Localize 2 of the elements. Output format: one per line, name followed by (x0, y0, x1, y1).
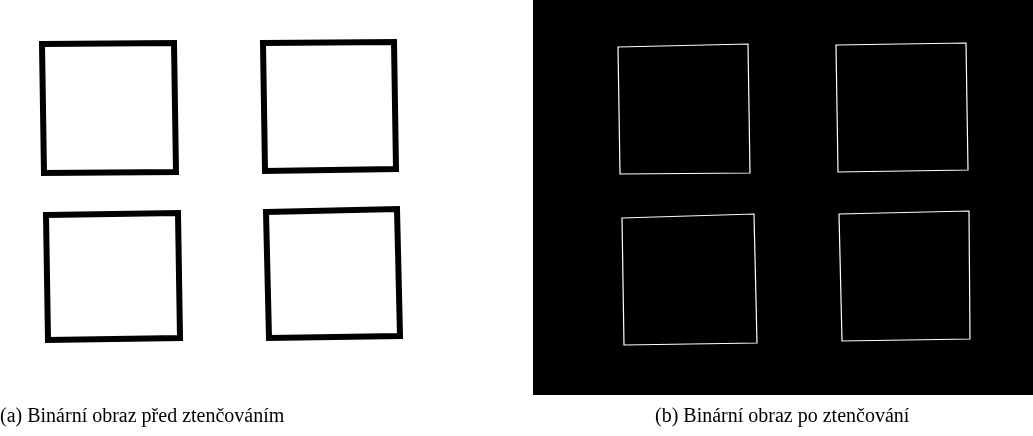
figure-caption: (a) Binární obraz před ztenčováním (0, 404, 285, 427)
figure-caption: (b) Binární obraz po ztenčování (655, 404, 910, 427)
